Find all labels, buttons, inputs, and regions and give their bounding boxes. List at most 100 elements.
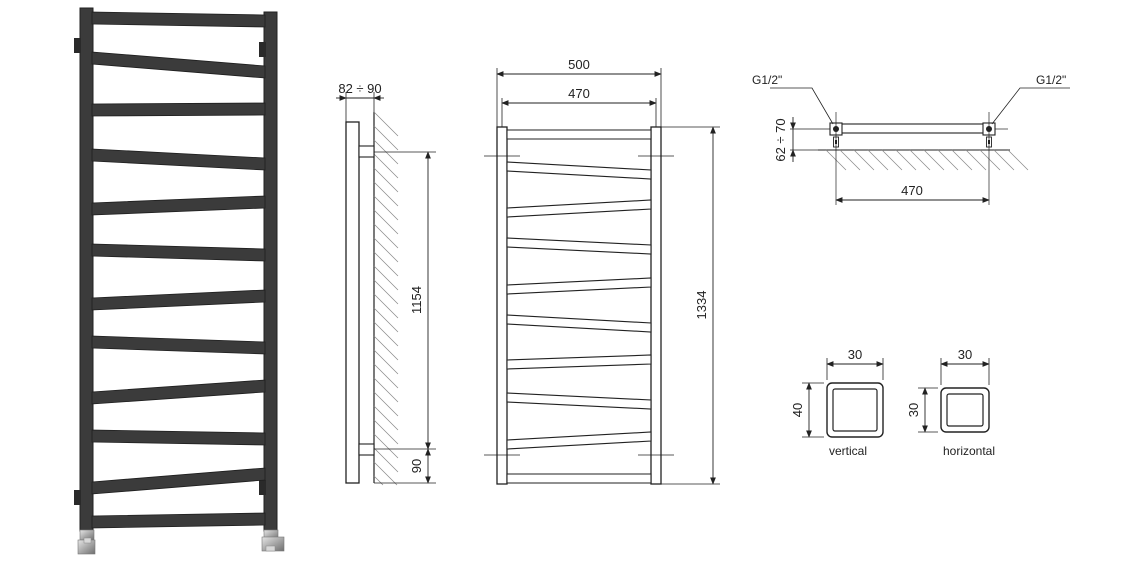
front-rung [506, 237, 652, 255]
profile-horizontal-width: 30 [958, 347, 972, 362]
profile-horizontal-caption: horizontal [943, 444, 995, 458]
photo-rung [91, 512, 266, 529]
hatch-line [373, 251, 399, 277]
hatch-line [1007, 149, 1029, 171]
top-view: G1/2" G1/2" 62 ÷ 70 470 [752, 73, 1070, 205]
hatch-line [373, 195, 399, 221]
hatch-line [373, 405, 399, 431]
bracket-top-right [259, 42, 266, 57]
front-rung [506, 277, 652, 295]
front-overall-width-label: 500 [568, 57, 590, 72]
hatch-line [937, 149, 959, 171]
side-view: 82 ÷ 90 1154 90 [336, 81, 436, 486]
photo-rung [91, 429, 266, 446]
hatch-line [373, 349, 399, 375]
front-rung [506, 199, 652, 218]
radiator-photo [74, 7, 285, 555]
front-rung [506, 473, 652, 484]
photo-rungs [91, 11, 266, 529]
front-view: 500 470 1334 [484, 57, 720, 485]
hatch-line [373, 419, 399, 445]
hatch-line [373, 153, 399, 179]
valve-right [261, 529, 285, 552]
front-rung [506, 161, 652, 180]
top-wall-distance-label: 62 ÷ 70 [773, 118, 788, 161]
bracket-bottom-left [74, 490, 81, 505]
top-pipe-spacing-label: 470 [901, 183, 923, 198]
hatch-line [867, 149, 889, 171]
profile-vertical-width: 30 [848, 347, 862, 362]
front-rung [506, 431, 652, 450]
hatch-line [373, 391, 399, 417]
top-rail [835, 123, 990, 134]
hatch-line [951, 149, 973, 171]
hatch-line [373, 279, 399, 305]
hatch-line [373, 293, 399, 319]
photo-rung [91, 289, 266, 311]
photo-rung [91, 148, 266, 171]
wall-hatching [373, 111, 399, 486]
profile-vertical-caption: vertical [829, 444, 867, 458]
hatch-line [373, 321, 399, 347]
photo-rung [91, 51, 266, 79]
hatch-line [839, 149, 861, 171]
photo-rung [91, 379, 266, 405]
hatch-line [373, 307, 399, 333]
hatch-line [923, 149, 945, 171]
bracket-bottom-right [259, 480, 266, 495]
hatch-line [373, 461, 398, 486]
valve-left [77, 529, 96, 555]
hatch-line [373, 363, 399, 389]
hatch-line [895, 149, 917, 171]
hatch-line [373, 433, 399, 459]
hatch-line [909, 149, 931, 171]
hatch-line [373, 181, 399, 207]
front-rung [506, 354, 652, 370]
hatch-line [373, 265, 399, 291]
photo-rung [91, 102, 266, 117]
front-left-post [496, 126, 508, 485]
hatch-line [373, 447, 399, 473]
top-wall-hatching [825, 149, 1029, 171]
photo-rung [91, 335, 266, 355]
hatch-line [373, 475, 384, 486]
hatch-line [993, 149, 1015, 171]
photo-rung [91, 195, 266, 216]
hatch-line [881, 149, 903, 171]
front-rung [506, 392, 652, 410]
front-overall-height-label: 1334 [694, 291, 709, 320]
hatch-line [853, 149, 875, 171]
right-post [263, 11, 278, 532]
front-rung [506, 314, 652, 333]
profile-vertical: 30 40 vertical [790, 347, 884, 458]
photo-rung [91, 11, 266, 28]
side-radiator-body [345, 121, 360, 484]
side-bracket-spacing-label: 1154 [409, 286, 424, 314]
hatch-line [979, 149, 1001, 171]
hatch-line [373, 111, 399, 137]
profile-vertical-height: 40 [790, 403, 805, 417]
left-post [79, 7, 94, 532]
side-bracket-bottom [358, 443, 375, 456]
hatch-line [965, 149, 987, 171]
hatch-line [373, 223, 399, 249]
side-bracket-top [358, 145, 375, 158]
front-rungs [506, 129, 652, 484]
side-wall-distance-label: 82 ÷ 90 [338, 81, 381, 96]
bracket-top-left [74, 38, 81, 53]
hatch-line [373, 377, 399, 403]
profile-horizontal: 30 30 horizontal [906, 347, 995, 458]
profile-horizontal-height: 30 [906, 403, 921, 417]
hatch-line [373, 167, 399, 193]
photo-rung [91, 467, 266, 495]
hatch-line [373, 335, 399, 361]
photo-rung [91, 243, 266, 262]
front-inner-width-label: 470 [568, 86, 590, 101]
connection-right-label: G1/2" [1036, 73, 1066, 87]
front-right-post [650, 126, 662, 485]
connection-left-label: G1/2" [752, 73, 782, 87]
hatch-line [373, 125, 399, 151]
hatch-line [373, 209, 399, 235]
side-bottom-offset-label: 90 [409, 459, 424, 473]
